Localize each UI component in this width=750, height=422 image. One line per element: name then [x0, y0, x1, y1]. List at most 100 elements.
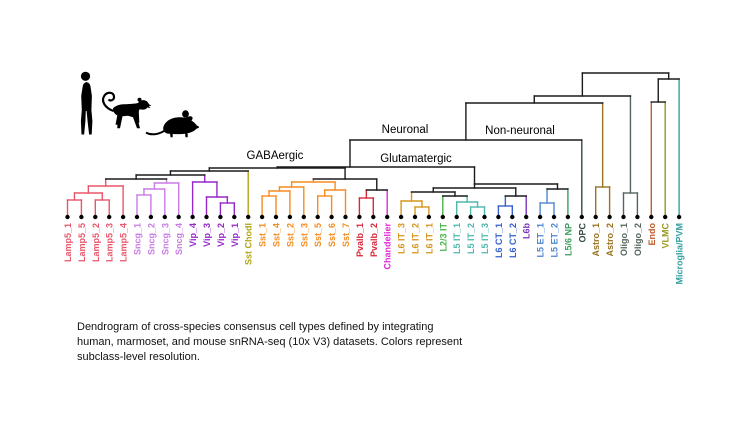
- leaf-dot: [246, 214, 251, 220]
- caption-line-1: Dendrogram of cross-species consensus ce…: [77, 321, 434, 333]
- leaf-dot: [107, 214, 112, 220]
- leaf-dot: [496, 214, 501, 220]
- leaf-dot: [412, 214, 418, 220]
- leaf-dot: [426, 214, 432, 220]
- leaf-dot: [315, 214, 320, 220]
- leaf-dot: [162, 214, 167, 220]
- leaf-label: Sst_5: [313, 223, 323, 247]
- leaf-label: Pvalb_1: [355, 223, 365, 257]
- leaf-dot: [301, 214, 306, 220]
- leaf-label: VLMC: [661, 223, 671, 249]
- leaf-dot: [482, 214, 487, 220]
- leaf-label: Sst_6: [327, 223, 337, 247]
- leaf-label: L6 CT_1: [494, 223, 504, 258]
- leaf-dot: [357, 214, 362, 220]
- leaf-label: L5 IT_3: [480, 223, 490, 254]
- leaf-dot: [579, 214, 584, 220]
- dendrogram-tree: Lamp5_1 Lamp5_5 Lamp5_2 Lamp5_3 Lamp5_4 Sncg_…: [63, 72, 685, 285]
- leaf-label: Sst_4: [272, 223, 282, 247]
- leaf-label: L5 IT_1: [452, 223, 462, 254]
- leaf-dot: [649, 214, 654, 220]
- clade-label-neuronal: Neuronal: [381, 124, 429, 136]
- leaf-dot: [607, 214, 612, 220]
- leaf-dot: [287, 214, 293, 220]
- leaf-dot: [148, 214, 154, 220]
- leaf-dot: [329, 214, 334, 220]
- leaf-label: L5 ET_1: [536, 223, 546, 258]
- leaf-label: Lamp5_1: [63, 223, 73, 262]
- leaf-label: Oligo_2: [633, 223, 643, 256]
- leaf-label: Astro_1: [591, 223, 601, 257]
- leaf-label: Sst Chodl: [244, 223, 254, 265]
- human-silhouette: [80, 71, 93, 135]
- caption-line-3: subclass-level resolution.: [77, 351, 200, 363]
- leaf-label: Endo: [647, 223, 657, 246]
- clade-label-glutamatergic: Glutamatergic: [380, 153, 452, 165]
- leaf-label: L6 IT_1: [424, 223, 434, 254]
- leaf-label: Sncg_3: [160, 223, 170, 255]
- leaf-dot: [343, 214, 348, 220]
- marmoset-silhouette: [101, 91, 152, 129]
- leaf-dot: [134, 214, 140, 220]
- leaf-dot: [593, 214, 598, 220]
- mouse-silhouette: [145, 110, 199, 138]
- leaf-dot: [510, 214, 515, 220]
- leaf-label: Sst_2: [285, 223, 295, 247]
- leaf-dot: [176, 214, 181, 220]
- leaf-label: Vip_3: [202, 223, 212, 247]
- leaf-label: Vip_1: [230, 223, 240, 247]
- leaf-dot: [385, 214, 390, 220]
- species-silhouettes: [80, 71, 199, 138]
- leaf-label: Microglia/PVM: [675, 223, 685, 285]
- leaf-dot: [65, 214, 70, 220]
- leaf-dot: [621, 214, 626, 220]
- leaf-label: Lamp5_2: [91, 223, 101, 262]
- leaf-label: Sst_3: [299, 223, 309, 247]
- leaf-dot: [259, 214, 265, 220]
- leaf-label: Lamp5_3: [105, 223, 115, 262]
- leaf-label: Sst_1: [258, 223, 268, 247]
- leaf-dot: [120, 214, 126, 220]
- leaf-label: Lamp5_5: [77, 223, 87, 262]
- leaf-label: L5 IT_2: [466, 223, 476, 254]
- leaf-dot: [93, 214, 98, 220]
- leaf-label: Oligo_1: [619, 223, 629, 256]
- figure-caption: Dendrogram of cross-species consensus ce…: [77, 320, 462, 365]
- clade-label-non-neuronal: Non-neuronal: [485, 125, 555, 137]
- leaf-dot: [273, 214, 279, 220]
- leaf-label: Vip_2: [216, 223, 226, 247]
- leaf-dot: [79, 214, 84, 220]
- leaf-label: Lamp5_4: [119, 223, 129, 262]
- leaf-label: L6 IT_3: [397, 223, 407, 254]
- leaf-dot: [440, 214, 445, 220]
- leaf-label: OPC: [577, 223, 587, 243]
- leaf-label: Sncg_1: [133, 223, 143, 255]
- leaf-dot: [190, 214, 195, 220]
- leaf-dot: [232, 214, 237, 220]
- leaf-label: L2/3 IT: [438, 223, 448, 252]
- leaf-dot: [676, 214, 682, 220]
- leaf-dot: [524, 214, 529, 220]
- leaf-dot: [468, 214, 473, 220]
- leaf-dot: [204, 214, 209, 220]
- leaf-label: Sncg_2: [146, 223, 156, 255]
- leaf-label: L6 CT_2: [508, 223, 518, 258]
- leaf-label: Pvalb_2: [369, 223, 379, 257]
- leaf-dot: [663, 214, 668, 220]
- leaf-dot: [454, 214, 459, 220]
- leaf-dot: [398, 214, 404, 220]
- leaf-label: Sncg_4: [174, 223, 184, 255]
- leaf-label: Chandelier: [383, 223, 393, 270]
- leaf-label: L5 ET_2: [550, 223, 560, 258]
- leaf-label: L6b: [522, 223, 532, 240]
- leaf-dot: [371, 214, 376, 220]
- clade-label-gabaergic: GABAergic: [246, 150, 304, 162]
- leaf-dot: [218, 214, 223, 220]
- leaf-dot: [635, 214, 640, 220]
- leaf-dot: [537, 214, 543, 220]
- leaf-label: Vip_4: [188, 223, 198, 247]
- caption-line-2: human, marmoset, and mouse snRNA-seq (10…: [77, 336, 463, 348]
- leaf-dot: [565, 214, 571, 220]
